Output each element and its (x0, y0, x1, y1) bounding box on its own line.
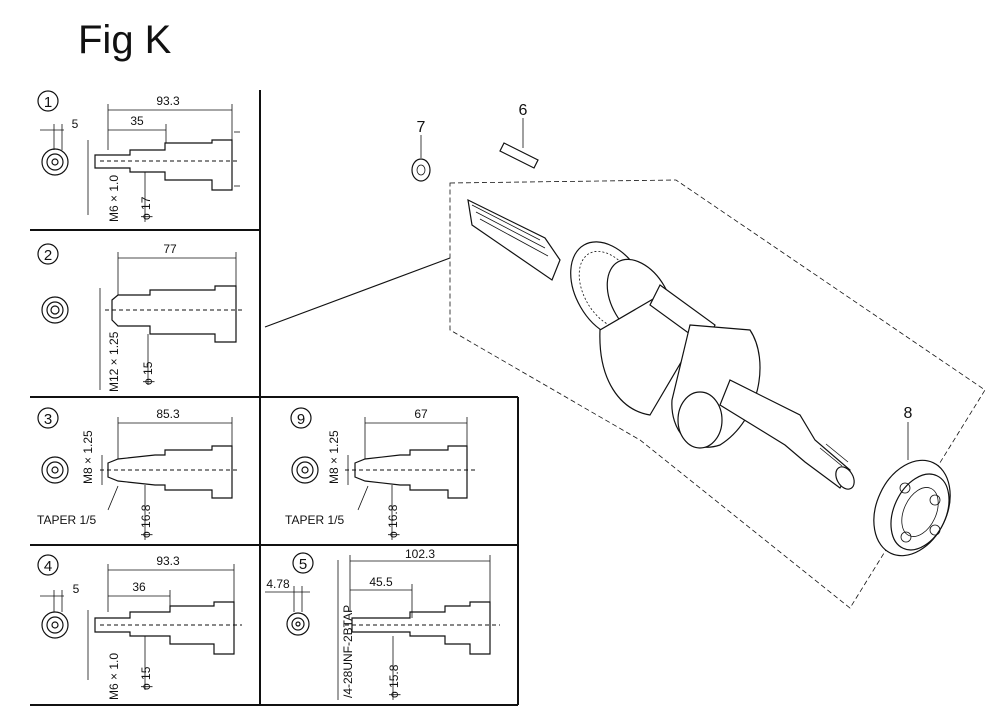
diameter-spec: ϕ 16.8 (386, 504, 400, 538)
diameter-spec: ϕ 15 (139, 666, 153, 690)
dimension-left: 5 (73, 582, 80, 596)
item-number: 2 (44, 247, 52, 264)
dimension-overall: 85.3 (156, 407, 180, 421)
dimension-mid: 35 (130, 114, 144, 128)
diameter-spec: ϕ 15.8 (387, 664, 401, 698)
callout-7: 7 (417, 119, 426, 136)
dimension-overall: 67 (414, 407, 428, 421)
dimension-left: 5 (72, 117, 79, 131)
panel-9: 9 67 M8 × 1.25 TAPER 1/5 ϕ 16.8 (285, 407, 475, 540)
part-8-bearing: 8 (873, 405, 951, 557)
dimension-overall: 77 (163, 242, 177, 256)
exploded-view: 7 6 8 (264, 102, 986, 609)
thread-spec: M8 × 1.25 (327, 430, 341, 484)
diameter-spec: ϕ 16.8 (139, 504, 153, 538)
thread-spec: /4-28UNF-2BTAP (341, 605, 355, 698)
callout-6: 6 (519, 102, 528, 119)
thread-spec: M6 × 1.0 (107, 653, 121, 700)
item-number: 3 (44, 411, 52, 428)
taper-spec: TAPER 1/5 (285, 513, 344, 527)
item-number: 1 (44, 94, 52, 111)
panel-grid (30, 90, 519, 706)
thread-spec: M6 × 1.0 (107, 175, 121, 222)
panel-4: 4 93.3 36 5 M6 × 1.0 ϕ 15 (37, 554, 242, 700)
diameter-spec: ϕ 15 (141, 361, 155, 385)
panel-1: 1 93.3 35 5 M6 × 1.0 ϕ 17 (37, 90, 240, 222)
dimension-overall: 93.3 (156, 94, 180, 108)
part-6-pin: 6 (499, 102, 539, 169)
crankshaft (467, 198, 855, 490)
callout-8: 8 (904, 405, 913, 422)
figure-title: Fig K (78, 18, 172, 62)
dimension-overall: 102.3 (405, 547, 435, 561)
dimension-overall: 93.3 (156, 554, 180, 568)
thread-spec: M8 × 1.25 (81, 430, 95, 484)
panel-3: 3 85.3 M8 × 1.25 TAPER 1/5 ϕ 16.8 (37, 407, 240, 540)
part-7-nut: 7 (411, 119, 431, 182)
dimension-mid: 36 (132, 580, 146, 594)
dimension-left: 4.78 (266, 577, 290, 591)
panel-5: 5 102.3 45.5 4.78 /4-28UNF-2BTAP ϕ 15.8 (265, 547, 500, 700)
item-number: 9 (297, 411, 305, 428)
panel-2: 2 77 M12 × 1.25 ϕ 15 (37, 242, 245, 392)
taper-spec: TAPER 1/5 (37, 513, 96, 527)
dimension-mid: 45.5 (369, 575, 393, 589)
item-number: 4 (44, 558, 52, 575)
item-number-circle (37, 90, 59, 112)
thread-spec: M12 × 1.25 (107, 331, 121, 392)
item-number: 5 (299, 556, 307, 573)
diameter-spec: ϕ 17 (139, 196, 153, 220)
